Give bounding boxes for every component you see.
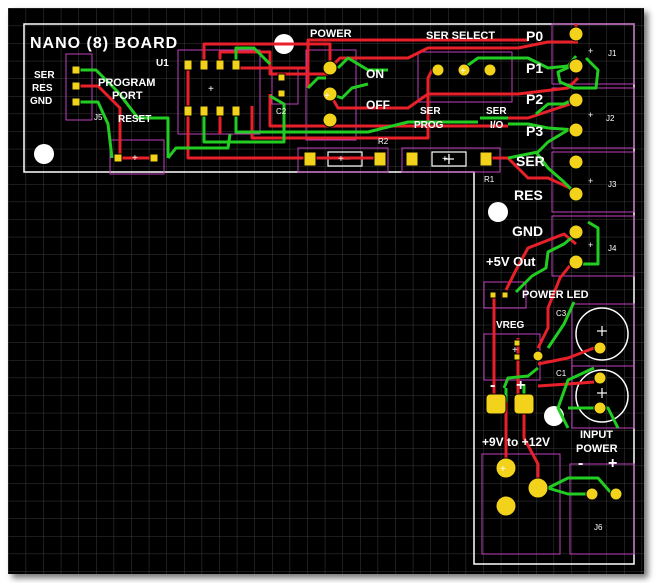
label-power-led: POWER LED [522, 289, 589, 301]
mounting-hole [34, 144, 54, 164]
label-gnd-big: GND [512, 223, 543, 239]
label-minus: - [490, 377, 495, 394]
label-p2: P2 [526, 91, 543, 107]
label-j6-minus: - [578, 455, 583, 472]
label-c1: C1 [556, 369, 567, 378]
label-ser-select: SER SELECT [426, 30, 495, 42]
plus-mark-j4: + [588, 240, 593, 250]
label-vreg: VREG [496, 320, 525, 331]
plus-mark-r1: + [442, 154, 448, 165]
pads [71, 59, 535, 415]
plus-mark-j1: + [588, 46, 593, 56]
label-on: ON [366, 67, 384, 81]
silkscreen-text: NANO (8) BOARD SER RES GND PROGRAM PORT … [30, 28, 618, 532]
label-u1: U1 [156, 58, 169, 69]
plus-mark-j3: + [588, 176, 593, 186]
plus-mark-vreg: + [512, 345, 518, 356]
label-power: POWER [310, 28, 352, 40]
label-p3: P3 [526, 123, 543, 139]
pcb-canvas: NANO (8) BOARD SER RES GND PROGRAM PORT … [8, 8, 644, 574]
label-plus: + [516, 377, 525, 394]
label-c2: C2 [276, 107, 287, 116]
plus-mark-power: + [324, 91, 330, 102]
pcb-layout: NANO (8) BOARD SER RES GND PROGRAM PORT … [8, 8, 644, 574]
label-c3: C3 [556, 309, 567, 318]
capacitor-c1-outline [575, 369, 629, 423]
mounting-hole [488, 202, 508, 222]
label-off: OFF [366, 98, 390, 112]
plus-mark-reset: + [132, 153, 138, 164]
label-res: RES [32, 83, 53, 94]
label-j5: J5 [94, 113, 103, 122]
plus-mark-j2: + [588, 110, 593, 120]
label-j6-plus: + [608, 455, 617, 472]
label-j1: J1 [608, 49, 617, 58]
label-ser-prog-1: SER [420, 106, 441, 117]
label-p1: P1 [526, 60, 543, 76]
plus-mark-j6: + [500, 464, 506, 475]
label-ser-io-2: I/O [490, 120, 504, 131]
label-res-big: RES [514, 187, 543, 203]
label-r2: R2 [378, 137, 389, 146]
label-program: PROGRAM [98, 77, 155, 89]
resistor-r1-body [431, 151, 467, 167]
board-title: NANO (8) BOARD [30, 35, 178, 52]
label-reset: RESET [118, 114, 151, 125]
polarity-marks [597, 326, 607, 398]
label-5v-out: +5V Out [486, 254, 536, 269]
plus-mark-r2: + [338, 154, 344, 165]
capacitor-c3-outline [575, 307, 629, 361]
plus-mark-u1: + [208, 84, 214, 95]
plus-mark-ser-select: + [460, 66, 466, 77]
label-j3: J3 [608, 180, 617, 189]
label-j6: J6 [594, 523, 603, 532]
label-j2: J2 [606, 114, 615, 123]
label-p0: P0 [526, 28, 543, 44]
round-pads [322, 26, 623, 517]
label-j4: J4 [608, 244, 617, 253]
label-ser-io-1: SER [486, 106, 507, 117]
label-input: INPUT [580, 429, 613, 441]
label-ser: SER [34, 70, 55, 81]
label-ser-prog-2: PROG [414, 120, 444, 131]
label-ser-big: SER [516, 153, 545, 169]
label-input-power: POWER [576, 443, 618, 455]
label-voltage-range: +9V to +12V [482, 435, 550, 449]
label-gnd: GND [30, 96, 52, 107]
label-port: PORT [112, 90, 143, 102]
label-r1: R1 [484, 175, 495, 184]
